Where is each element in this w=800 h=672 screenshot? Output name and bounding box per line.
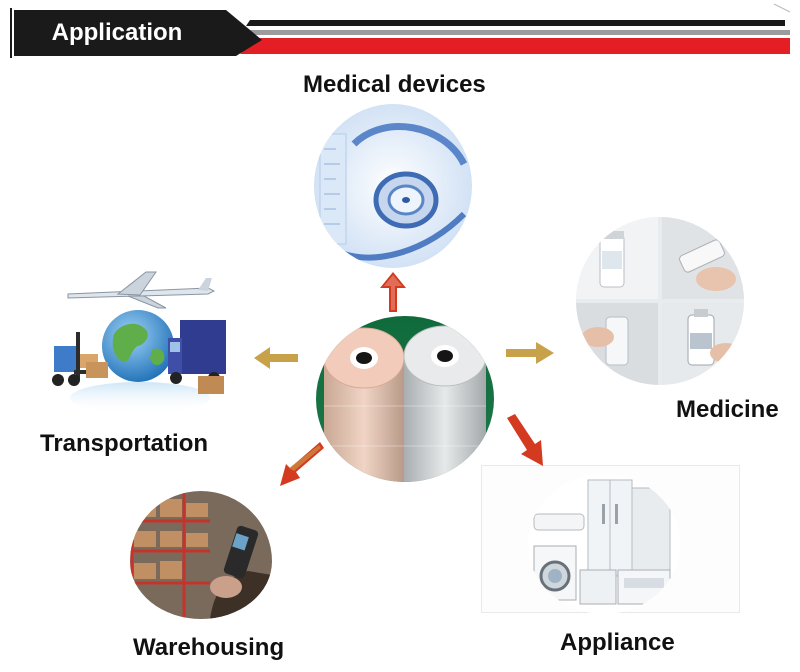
label-medical-devices: Medical devices xyxy=(303,71,486,98)
medicine-image xyxy=(576,217,744,385)
header-stripes xyxy=(10,3,791,58)
label-warehousing: Warehousing xyxy=(133,634,285,661)
arrow-left-icon xyxy=(254,347,298,369)
label-transportation: Transportation xyxy=(40,430,209,457)
arrow-up-icon xyxy=(380,272,406,312)
arrow-right-icon xyxy=(506,342,554,364)
section-header: Application xyxy=(0,0,800,62)
airplane-icon xyxy=(67,271,216,309)
arrow-down-right-icon xyxy=(507,414,543,466)
appliance-image xyxy=(528,474,680,614)
transportation-image xyxy=(48,258,230,428)
truck-icon xyxy=(168,320,226,384)
medical-devices-image xyxy=(314,104,472,268)
film-rolls-image xyxy=(316,316,494,482)
page-title: Application xyxy=(51,19,183,46)
label-medicine: Medicine xyxy=(676,396,779,423)
warehousing-image xyxy=(130,491,272,619)
arrow-down-left-icon xyxy=(280,442,324,486)
label-appliance: Appliance xyxy=(560,629,675,656)
